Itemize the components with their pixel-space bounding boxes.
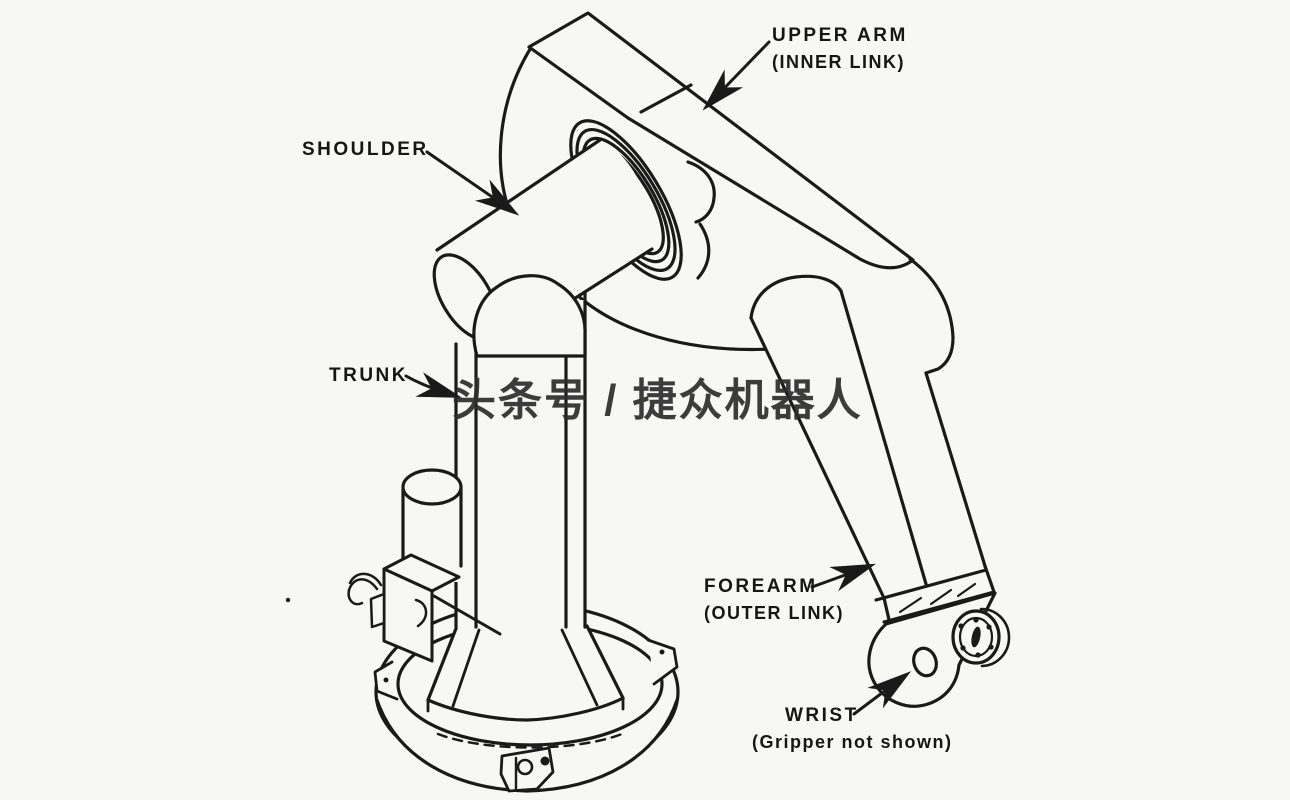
- bracket-wire-2: [348, 572, 383, 587]
- forearm-beam: [749, 257, 990, 602]
- base-lug-right: [646, 638, 679, 686]
- base-dashed-arc: [436, 732, 624, 749]
- flange-knob: [686, 160, 716, 224]
- wrist-label-line2: (Gripper not shown): [752, 732, 953, 752]
- wrist-flange-rim: [979, 607, 1011, 668]
- bracket-wire: [347, 578, 379, 606]
- shoulder-support-hump: [472, 274, 587, 358]
- bracket-brace: [432, 594, 502, 636]
- forearm-label: FOREARM (OUTER LINK): [704, 573, 844, 627]
- leader-trunk: [404, 372, 463, 398]
- leader-lines: [404, 40, 912, 716]
- bracket-tab: [369, 592, 386, 629]
- shoulder-label-text: SHOULDER: [302, 139, 429, 160]
- mounting-bracket: [285, 553, 502, 663]
- upper-arm-label: UPPER ARM (INNER LINK): [772, 22, 908, 76]
- base-bolt-hole: [516, 758, 534, 776]
- leader-upper-arm: [702, 40, 771, 111]
- forearm-label-line2: (OUTER LINK): [704, 603, 844, 623]
- flange-knob-lower: [696, 222, 711, 280]
- wrist-label: WRIST (Gripper not shown): [752, 702, 952, 756]
- wrist-hole: [912, 646, 938, 678]
- trunk-label: TRUNK: [329, 362, 408, 389]
- stray-dot: [285, 597, 291, 603]
- forearm-label-line1: FOREARM: [704, 576, 818, 597]
- trunk-label-text: TRUNK: [329, 365, 408, 386]
- shoulder-label: SHOULDER: [302, 136, 429, 163]
- upper-arm-label-line2: (INNER LINK): [772, 52, 905, 72]
- elbow-curve: [908, 257, 955, 375]
- beam-fold-line: [639, 83, 693, 114]
- wrist-label-line1: WRIST: [785, 705, 859, 726]
- wrist-flange-bolts: [958, 617, 994, 658]
- base-bolt-dot: [540, 756, 550, 766]
- upper-arm-label-line1: UPPER ARM: [772, 25, 908, 46]
- watermark-text: 头条号 / 捷众机器人: [452, 376, 863, 425]
- leader-forearm: [810, 563, 877, 592]
- leader-shoulder: [425, 150, 520, 216]
- leader-wrist: [852, 671, 912, 716]
- trunk-skirt: [426, 624, 625, 722]
